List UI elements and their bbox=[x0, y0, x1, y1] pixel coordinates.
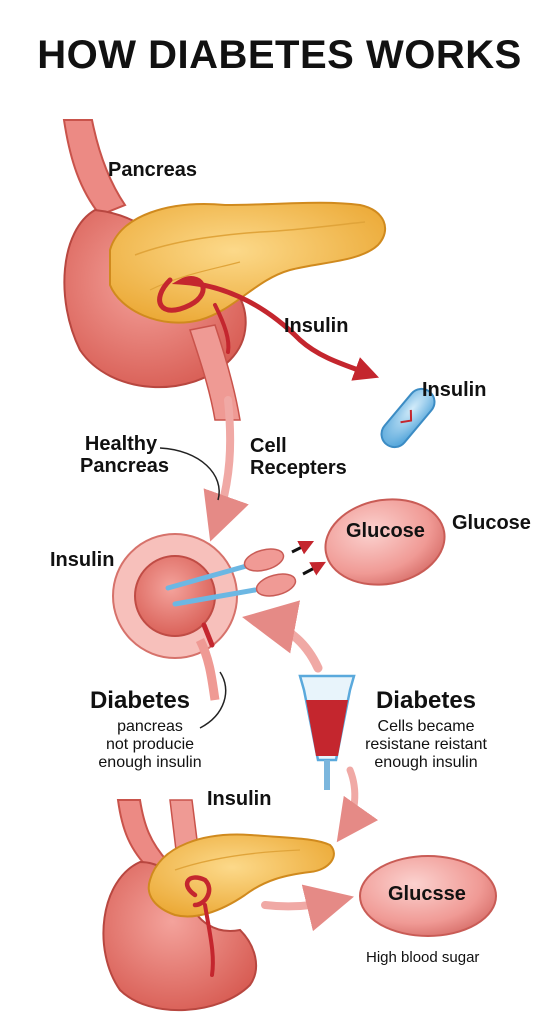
arrow-icon bbox=[203, 396, 249, 542]
diabetes-right-line3: enough insulin bbox=[374, 753, 478, 771]
page-title: HOW DIABETES WORKS bbox=[37, 33, 522, 77]
glucose-cell-icon bbox=[324, 498, 446, 586]
diabetes-right-text: Cells became resistane reistant enough i… bbox=[356, 718, 496, 772]
cell-receptors-line1: Cell bbox=[250, 435, 287, 457]
diabetes-right-line2: resistane reistant bbox=[365, 735, 487, 753]
top-insulin-vessel bbox=[157, 276, 380, 381]
insulin-cell-icon bbox=[380, 387, 436, 449]
healthy-pancreas-label: Healthy Pancreas bbox=[80, 433, 169, 477]
top-esophagus bbox=[62, 119, 127, 217]
insulin-receptor-label: Insulin bbox=[50, 549, 115, 571]
arrow-icon bbox=[261, 884, 355, 932]
high-blood-sugar-label: High blood sugar bbox=[366, 949, 480, 966]
insulin-cell-label: Insulin bbox=[422, 379, 487, 401]
glucose-in-cell-label: Glucose bbox=[346, 520, 425, 542]
arrow-icon bbox=[242, 600, 323, 673]
diabetes-right-line1: Cells became bbox=[377, 718, 475, 735]
top-pancreas-icon bbox=[109, 201, 387, 324]
diabetes-left-line3: enough insulin bbox=[98, 753, 202, 771]
receptor-cell-icon bbox=[112, 533, 326, 701]
arrow-icon bbox=[336, 766, 379, 843]
insulin-arrow-label: Insulin bbox=[284, 315, 349, 337]
healthy-pancreas-line2: Pancreas bbox=[80, 454, 169, 477]
cell-receptors-line2: Recepters bbox=[250, 456, 347, 479]
healthy-pancreas-line1: Healthy bbox=[84, 433, 158, 455]
pancreas-label: Pancreas bbox=[108, 159, 197, 181]
healthy-pancreas-leader bbox=[159, 447, 220, 501]
diabetes-right-title: Diabetes bbox=[375, 687, 477, 714]
cell-receptors-label: Cell Recepters bbox=[250, 435, 347, 479]
diabetes-left-title: Diabetes bbox=[89, 687, 191, 714]
glucose-bottom-label: Glucsse bbox=[388, 883, 466, 905]
blood-vial-icon bbox=[298, 674, 379, 843]
glucose-side-label: Glucose bbox=[452, 512, 531, 534]
diabetes-left-line2: not producie bbox=[105, 735, 195, 753]
diabetes-left-text: pancreas not producie enough insulin bbox=[82, 718, 218, 772]
diabetes-left-leader bbox=[199, 671, 227, 729]
bottom-pancreas-group bbox=[102, 799, 355, 1012]
glucose-cell-icon bbox=[359, 855, 497, 937]
diabetes-left-line1: pancreas bbox=[117, 718, 183, 735]
insulin-bottom-label: Insulin bbox=[207, 788, 272, 810]
